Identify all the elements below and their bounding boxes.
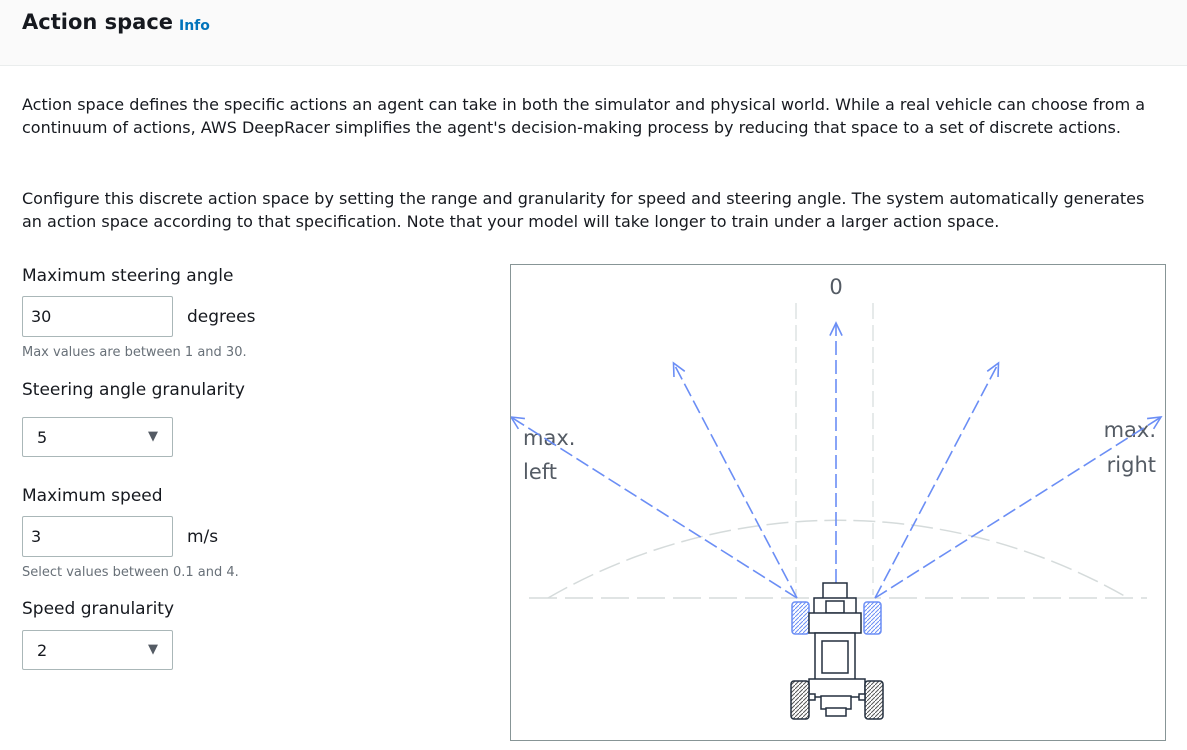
caret-down-icon: ▼ [148,642,158,657]
arrow-head-icon [511,416,525,430]
steering-diagram-svg: 0 max. left max. right [511,275,1163,720]
max-right-label-line2: right [1107,453,1156,477]
action-space-diagram: 0 max. left max. right [510,264,1166,741]
intro-paragraph-1: Action space defines the specific action… [22,95,1146,137]
car-icon [790,582,884,720]
arrow-head-icon [672,361,686,378]
steering-granularity-value: 5 [37,428,48,447]
intro-paragraph-2: Configure this discrete action space by … [22,189,1145,231]
max-steering-unit: degrees [187,307,256,327]
max-speed-input[interactable] [22,516,173,557]
max-steering-hint: Max values are between 1 and 30. [22,345,247,360]
arrow-head-icon [986,361,1000,378]
info-link[interactable]: Info [179,18,210,34]
section-header: Action space Info [0,0,1187,66]
steering-arrow [874,362,1000,599]
max-left-label-line2: left [523,460,557,484]
steering-arrow [874,416,1162,599]
steering-arrows [511,321,1163,599]
caret-down-icon: ▼ [148,429,158,444]
guide-lines [529,303,1147,599]
max-speed-label: Maximum speed [22,486,163,506]
steering-arrow [511,416,798,599]
max-speed-hint: Select values between 0.1 and 4. [22,565,239,580]
speed-granularity-label: Speed granularity [22,599,175,619]
steering-granularity-select[interactable]: 5 ▼ [22,417,173,457]
speed-granularity-value: 2 [37,641,48,660]
arrow-head-icon [829,321,843,336]
steering-granularity-label: Steering angle granularity [22,380,245,400]
speed-granularity-select[interactable]: 2 ▼ [22,630,173,670]
max-right-label-line1: max. [1104,418,1156,442]
max-steering-input[interactable] [22,296,173,337]
page-title: Action space [22,10,174,34]
steering-arrow [672,362,798,599]
zero-angle-label: 0 [829,275,842,299]
max-speed-unit: m/s [187,527,219,547]
max-steering-label: Maximum steering angle [22,266,234,286]
arrow-head-icon [1146,416,1163,430]
